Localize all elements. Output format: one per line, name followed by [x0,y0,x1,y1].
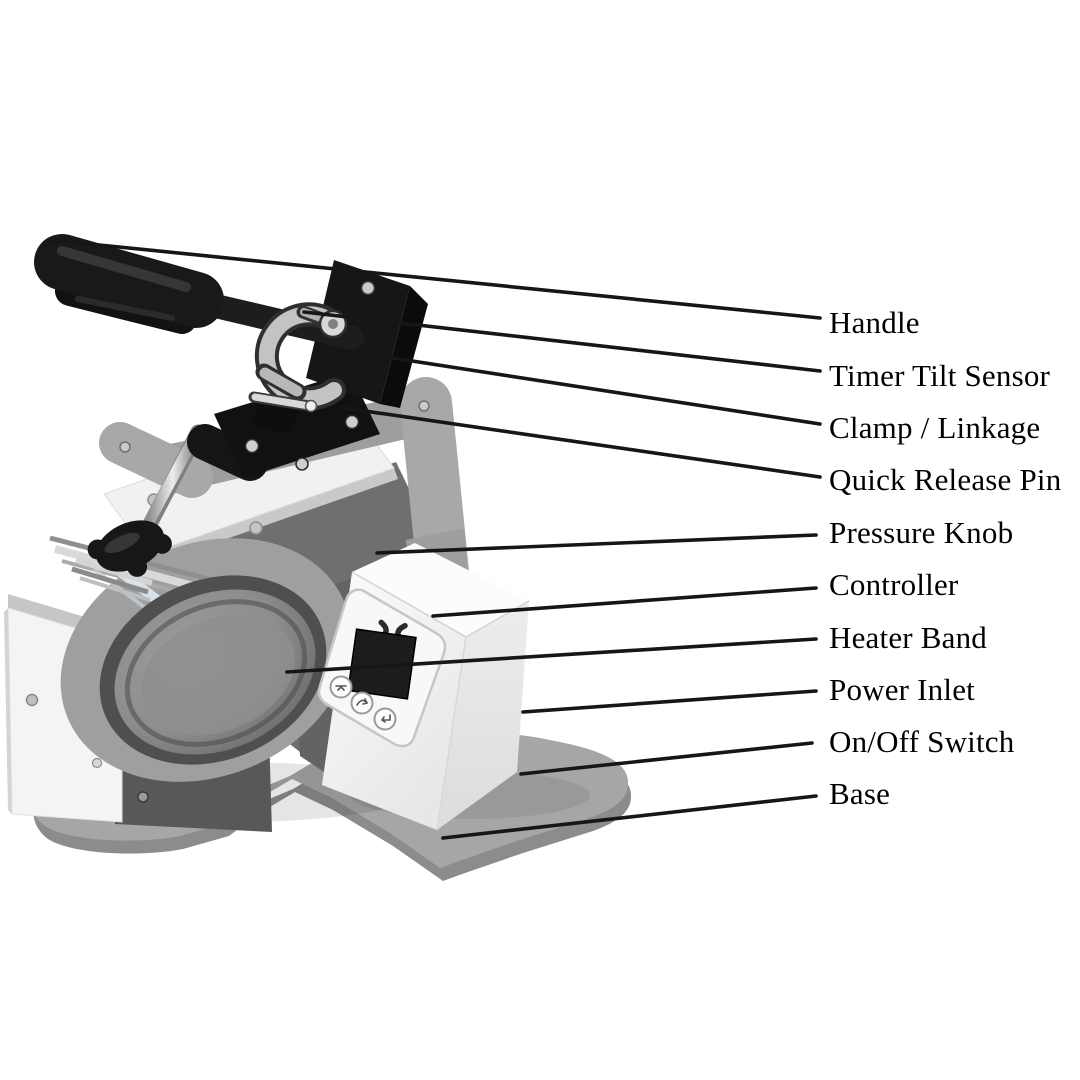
leader-line-on-off-switch [519,741,814,776]
label-handle: Handle [829,305,920,340]
label-power-inlet: Power Inlet [829,672,975,707]
leader-line-quick-release-pin [342,406,822,479]
label-timer-tilt-sensor: Timer Tilt Sensor [829,358,1051,393]
label-quick-release-pin: Quick Release Pin [829,462,1062,497]
label-heater-band: Heater Band [829,620,987,655]
mode-button [329,675,353,699]
label-base: Base [829,776,891,811]
label-pressure-knob: Pressure Knob [829,515,1014,550]
leader-line-timer-tilt-sensor [302,310,822,373]
label-on-off-switch: On/Off Switch [829,724,1015,759]
label-controller: Controller [829,567,959,602]
control-buttons [329,675,397,731]
mug-opening [99,575,327,765]
enter-button [373,707,397,731]
leader-line-clamp-linkage [378,354,822,426]
clamp-linkage [254,302,348,411]
leader-line-pressure-knob [375,533,818,555]
leader-lines [48,238,822,840]
leader-line-controller [431,586,818,618]
adjust-button [350,691,374,715]
leader-line-base [441,794,818,840]
quick-release-pin [248,391,318,434]
leader-line-handle [48,238,822,320]
leader-line-heater-band [285,637,818,674]
label-clamp-linkage: Clamp / Linkage [829,410,1041,445]
display-screen [347,628,417,700]
leader-line-power-inlet [521,689,818,714]
controller [317,543,530,831]
